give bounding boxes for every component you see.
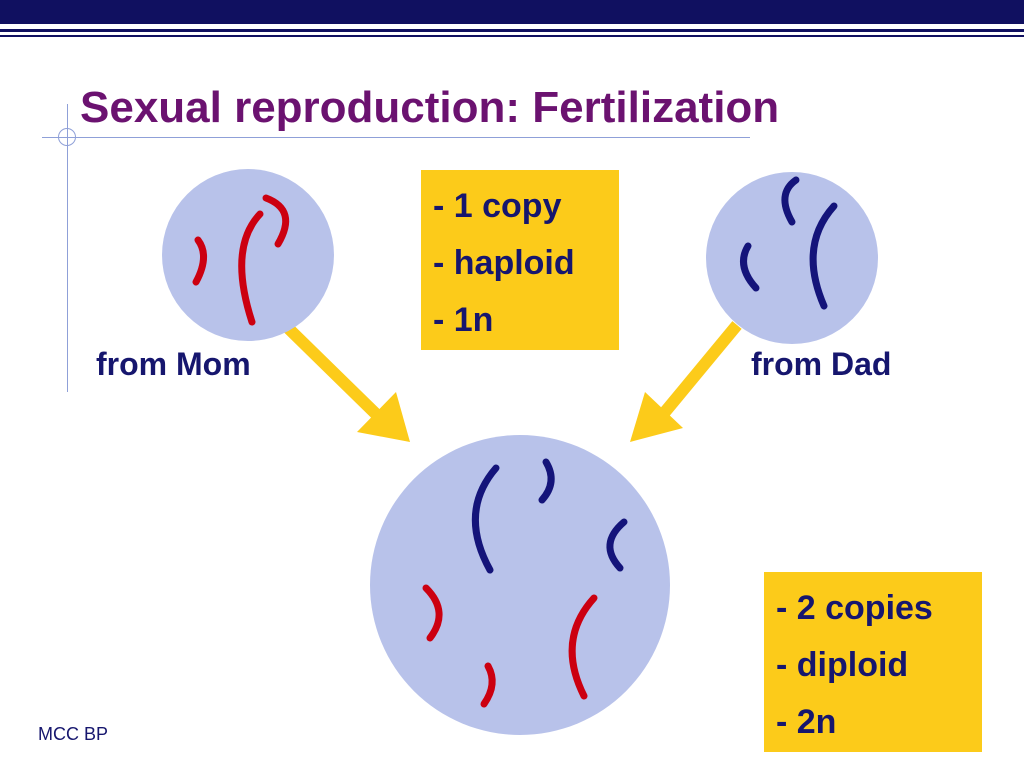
diploid-info-line: - diploid xyxy=(776,646,909,684)
haploid-info-line: - 1n xyxy=(433,301,494,339)
diploid-info-line: - 2 copies xyxy=(776,589,933,627)
vertical-guide-line xyxy=(67,104,68,392)
dad-chromosome xyxy=(740,242,760,292)
haploid-info-box: - 1 copy - haploid - 1n xyxy=(421,170,619,350)
diploid-info-line: - 2n xyxy=(776,703,837,741)
top-band-stripe xyxy=(0,29,1024,32)
mom-chromosome xyxy=(192,236,207,286)
mom-chromosome xyxy=(262,194,290,248)
dad-chromosome xyxy=(809,202,838,310)
horizontal-guide-line xyxy=(42,137,750,138)
haploid-info-line: - haploid xyxy=(433,244,575,282)
mom-chromosome xyxy=(480,662,496,708)
mom-chromosome xyxy=(422,584,443,642)
mom-cell xyxy=(162,169,334,341)
dad-chromosome xyxy=(606,518,628,572)
dad-chromosome xyxy=(471,464,500,574)
zygote-cell xyxy=(370,435,670,735)
from-mom-label: from Mom xyxy=(96,346,251,382)
diploid-info-box: - 2 copies - diploid - 2n xyxy=(764,572,982,752)
top-band-stripe xyxy=(0,35,1024,37)
crosshair-icon xyxy=(58,128,76,146)
top-band xyxy=(0,0,1024,24)
mom-to-zygote-arrow xyxy=(280,320,410,442)
dad-chromosome xyxy=(538,458,555,504)
slide-title: Sexual reproduction: Fertilization xyxy=(80,83,780,132)
dad-to-zygote-arrow xyxy=(630,321,742,442)
mom-chromosome xyxy=(238,210,264,326)
dad-cell xyxy=(706,172,878,344)
mom-chromosome xyxy=(568,594,598,700)
haploid-info-line: - 1 copy xyxy=(433,187,562,225)
dad-chromosome xyxy=(781,176,800,226)
from-dad-label: from Dad xyxy=(751,346,892,382)
footer-text: MCC BP xyxy=(38,724,109,744)
